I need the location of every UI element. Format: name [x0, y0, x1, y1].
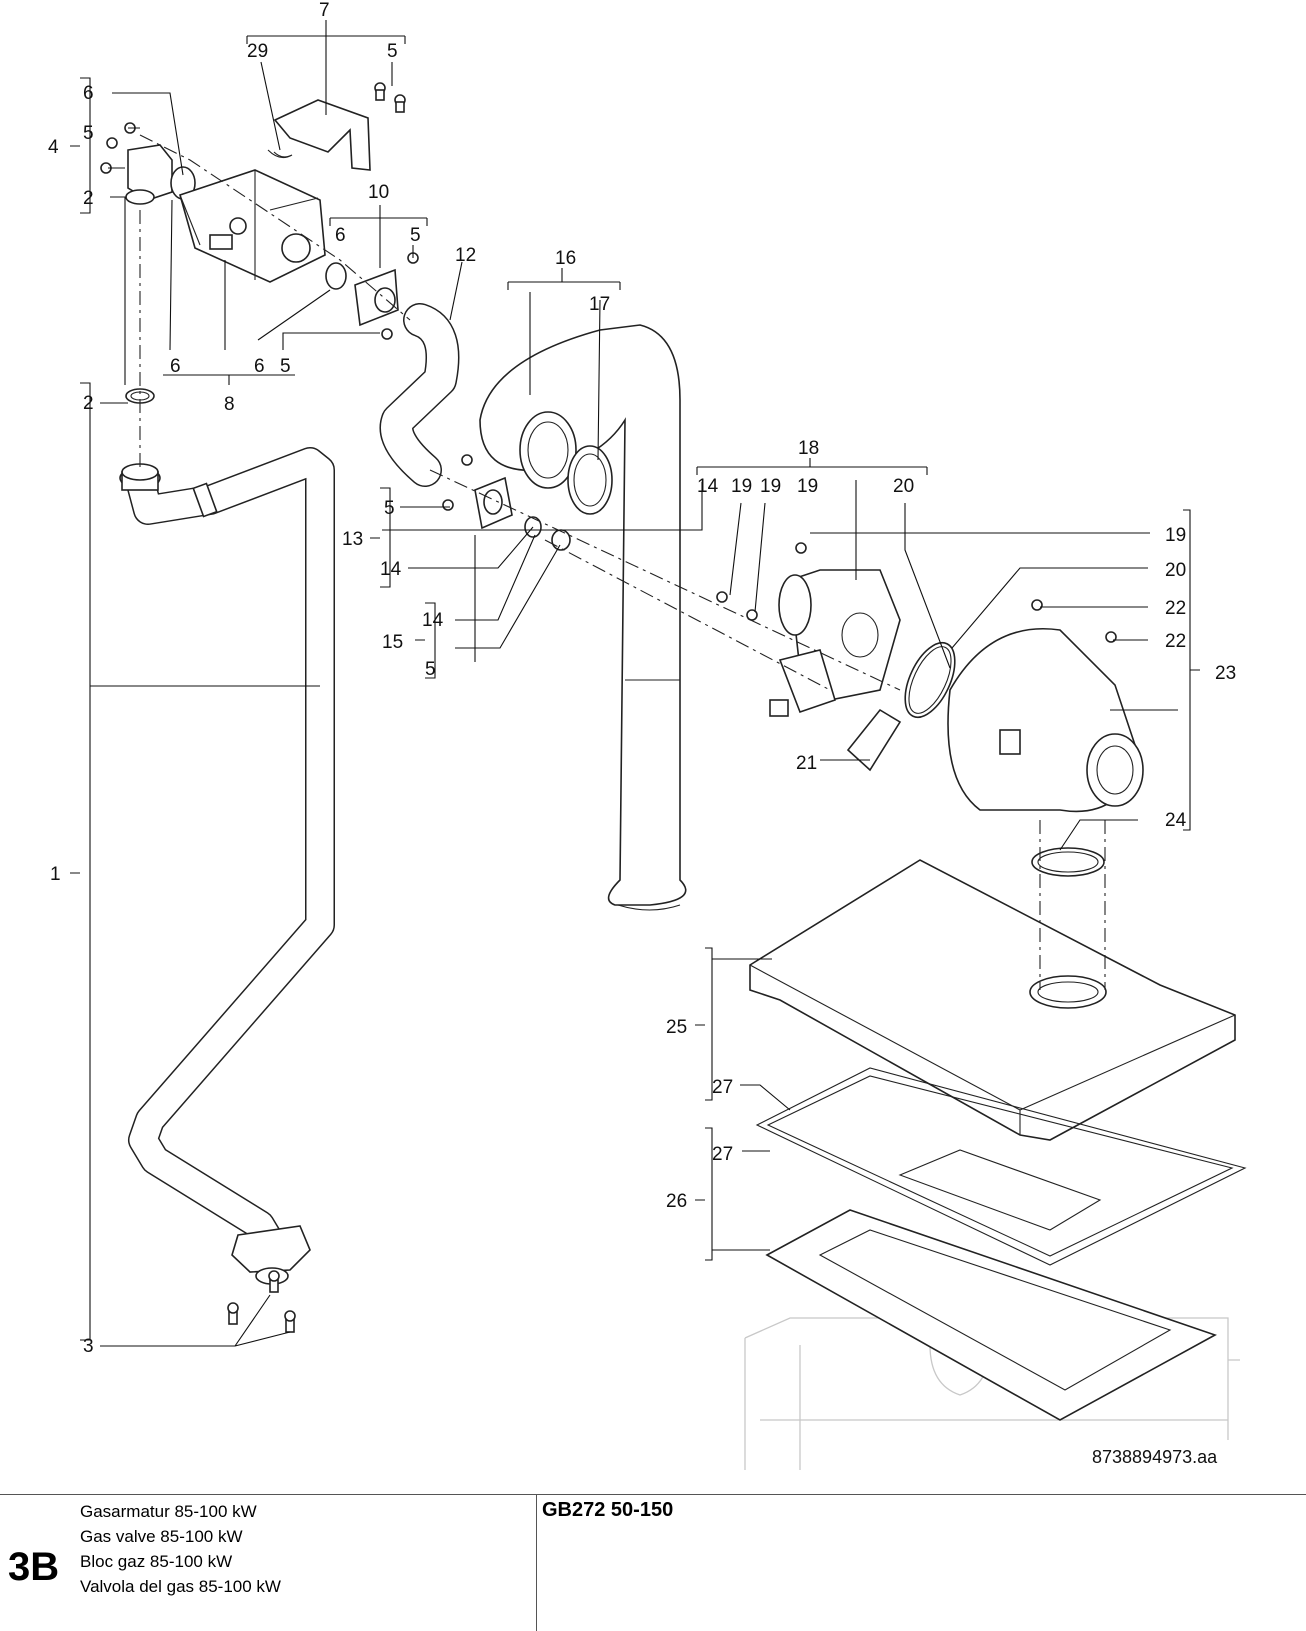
- fan-item-23: [716, 542, 1144, 813]
- bracket-item-7: [267, 99, 371, 171]
- callout-22: 22: [1165, 631, 1186, 652]
- model-name: GB272 50-150: [542, 1499, 674, 1521]
- callout-5: 5: [425, 659, 436, 680]
- callout-14: 14: [380, 559, 402, 580]
- gasket-item-20: [846, 641, 956, 772]
- callout-10: 10: [368, 182, 389, 203]
- callout-19: 19: [760, 476, 781, 497]
- callout-6: 6: [254, 356, 265, 377]
- drawing-number: 8738894973.aa: [1092, 1447, 1218, 1467]
- callout-labels: 7 29 5 6 5 4 2 10 6 5 12 16 17 6 6 5 8 2…: [48, 0, 1236, 1357]
- description-list: Gasarmatur 85-100 kW Gas valve 85-100 kW…: [80, 1499, 281, 1599]
- callout-20: 20: [1165, 560, 1186, 581]
- callout-19: 19: [731, 476, 752, 497]
- callout-14: 14: [422, 610, 444, 631]
- callout-5: 5: [280, 356, 291, 377]
- callout-15: 15: [382, 632, 403, 653]
- callout-17: 17: [589, 294, 610, 315]
- callout-5: 5: [83, 123, 94, 144]
- callout-5: 5: [387, 41, 398, 62]
- callout-6: 6: [83, 83, 94, 104]
- description-en: Gas valve 85-100 kW: [80, 1527, 243, 1546]
- callout-16: 16: [555, 248, 576, 269]
- callout-23: 23: [1215, 663, 1236, 684]
- callout-25: 25: [666, 1017, 687, 1038]
- callout-19: 19: [797, 476, 818, 497]
- callout-6: 6: [170, 356, 181, 377]
- callout-24: 24: [1165, 810, 1187, 831]
- assembly-axis-lines: [139, 134, 1106, 990]
- description-it: Valvola del gas 85-100 kW: [80, 1577, 281, 1596]
- callout-14: 14: [697, 476, 719, 497]
- callout-8: 8: [224, 394, 235, 415]
- gas-valve-part: [125, 144, 326, 283]
- mixing-unit-item-18: [769, 569, 901, 717]
- callout-18: 18: [798, 438, 819, 459]
- callout-13: 13: [342, 529, 363, 550]
- callout-4: 4: [48, 137, 59, 158]
- flexible-hose-item-12: [379, 303, 460, 487]
- flange-item-10: [325, 262, 399, 327]
- callout-20: 20: [893, 476, 914, 497]
- burner-hood-item-25: [749, 859, 1236, 1141]
- callout-29: 29: [247, 41, 268, 62]
- callout-2: 2: [83, 188, 94, 209]
- leader-lines: [70, 20, 1200, 1347]
- callout-21: 21: [796, 753, 817, 774]
- callout-5: 5: [410, 225, 421, 246]
- section-code: 3B: [8, 1545, 60, 1589]
- callout-27: 27: [712, 1144, 733, 1165]
- callout-6: 6: [335, 225, 346, 246]
- gasket-item-24: [1031, 847, 1105, 877]
- callout-3: 3: [83, 1336, 94, 1357]
- callout-2: 2: [83, 393, 94, 414]
- burner-plate-item-26: [765, 1149, 1217, 1421]
- callout-12: 12: [455, 245, 476, 266]
- description-fr: Bloc gaz 85-100 kW: [80, 1552, 233, 1571]
- exploded-parts-diagram: 7 29 5 6 5 4 2 10 6 5 12 16 17 6 6 5 8 2…: [48, 0, 1247, 1470]
- gas-pipe-part: [119, 447, 335, 1285]
- callout-5: 5: [384, 498, 395, 519]
- seal-frame-item-27: [755, 1067, 1247, 1266]
- callout-22: 22: [1165, 598, 1186, 619]
- callout-1: 1: [50, 864, 61, 885]
- description-de: Gasarmatur 85-100 kW: [80, 1502, 257, 1521]
- callout-26: 26: [666, 1191, 687, 1212]
- footer-title-block: 3B Gasarmatur 85-100 kW Gas valve 85-100…: [0, 1494, 1306, 1631]
- air-intake-item-16: [479, 324, 687, 911]
- callout-19: 19: [1165, 525, 1186, 546]
- footer-divider: [536, 1495, 537, 1631]
- callout-27: 27: [712, 1077, 733, 1098]
- callout-7: 7: [319, 0, 330, 21]
